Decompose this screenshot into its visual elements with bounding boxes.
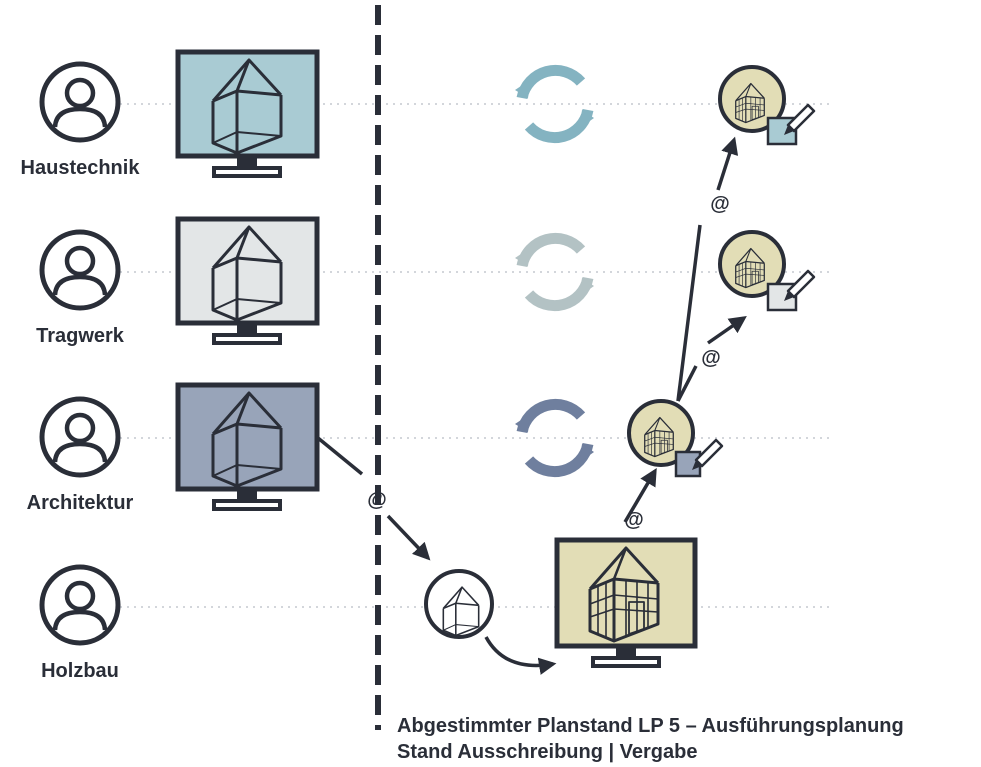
person-icon: [42, 399, 118, 475]
sync-icon: [515, 70, 594, 137]
person-icon: [42, 232, 118, 308]
role-label: Haustechnik: [21, 157, 141, 179]
monitor-icon: [175, 382, 320, 511]
monitor-icon: [175, 216, 320, 345]
markup-node-architektur: [627, 399, 724, 478]
role-haustechnik: Haustechnik: [21, 64, 141, 179]
markup-node-tragwerk: [718, 230, 816, 312]
model-export-node: [424, 569, 494, 639]
email-at-label: @: [710, 193, 730, 215]
monitor-icon: [554, 537, 698, 668]
markup-node-haustechnik: [718, 65, 816, 146]
role-architektur: Architektur: [27, 399, 134, 514]
sync-icon: [515, 404, 594, 471]
email-at-label: @: [367, 489, 387, 511]
person-icon: [42, 567, 118, 643]
caption-line-1: Abgestimmter Planstand LP 5 – Ausführung…: [397, 715, 904, 737]
email-at-label: @: [624, 509, 644, 531]
dotted-guides: [120, 103, 830, 608]
monitor-icon: [175, 49, 320, 178]
caption-line-2: Stand Ausschreibung | Vergabe: [397, 741, 697, 763]
role-holzbau: Holzbau: [41, 567, 119, 682]
role-tragwerk: Tragwerk: [36, 232, 125, 347]
role-label: Tragwerk: [36, 325, 125, 347]
arrow-icon: [316, 136, 747, 675]
email-at-label: @: [701, 347, 721, 369]
role-label: Architektur: [27, 492, 134, 514]
role-label: Holzbau: [41, 660, 119, 682]
sync-icon: [515, 238, 594, 305]
person-icon: [42, 64, 118, 140]
